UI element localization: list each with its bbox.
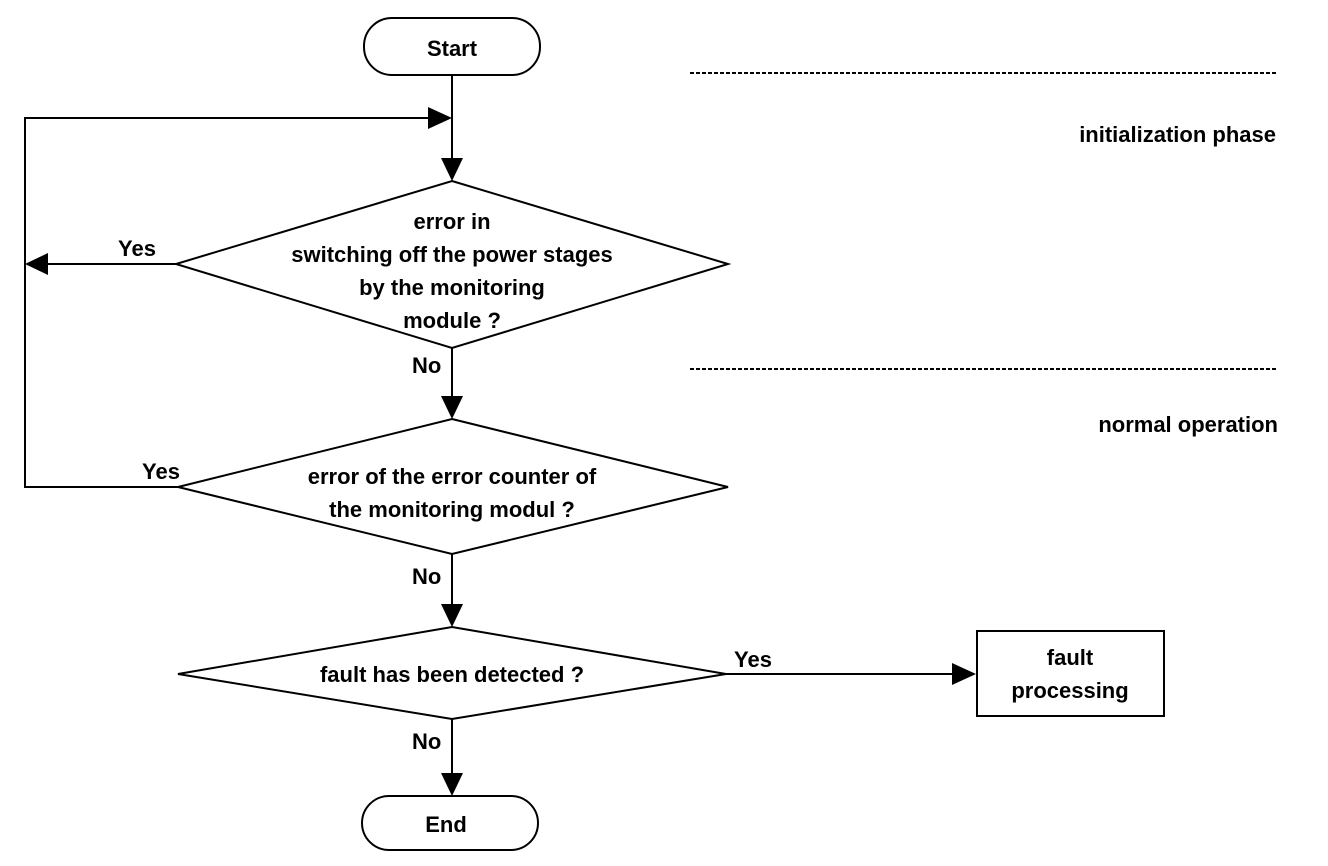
fault-processing-line1: fault bbox=[1047, 645, 1094, 670]
arrowhead-decision2 bbox=[441, 396, 463, 419]
decision2-yes-label: Yes bbox=[142, 459, 180, 484]
decision2-line2: the monitoring modul ? bbox=[329, 497, 575, 522]
arrowhead-loop-back bbox=[428, 107, 452, 129]
phase-label-normal-operation: normal operation bbox=[1098, 412, 1278, 437]
phase-label-initialization: initialization phase bbox=[1079, 122, 1276, 147]
end-terminal bbox=[361, 795, 539, 851]
decision1-line4: module ? bbox=[403, 308, 501, 333]
start-label: Start bbox=[427, 36, 478, 61]
decision3-no-label: No bbox=[412, 729, 441, 754]
arrowhead-fault-processing bbox=[952, 663, 976, 685]
decision1-line2: switching off the power stages bbox=[291, 242, 612, 267]
arrowhead-decision1 bbox=[441, 158, 463, 181]
decision1-no-label: No bbox=[412, 353, 441, 378]
decision1-line1: error in bbox=[413, 209, 490, 234]
decision1-line3: by the monitoring bbox=[359, 275, 545, 300]
decision2-no-label: No bbox=[412, 564, 441, 589]
arrowhead-decision1-yes bbox=[25, 253, 48, 275]
decision3-yes-label: Yes bbox=[734, 647, 772, 672]
arrowhead-decision3 bbox=[441, 604, 463, 627]
loop-back-line bbox=[24, 117, 430, 488]
decision1-yes-label: Yes bbox=[118, 236, 156, 261]
end-label: End bbox=[425, 812, 467, 837]
decision3-line1: fault has been detected ? bbox=[320, 662, 584, 687]
arrowhead-end bbox=[441, 773, 463, 796]
fault-processing-box bbox=[976, 630, 1165, 717]
fault-processing-line2: processing bbox=[1011, 678, 1128, 703]
decision2-line1: error of the error counter of bbox=[308, 464, 597, 489]
